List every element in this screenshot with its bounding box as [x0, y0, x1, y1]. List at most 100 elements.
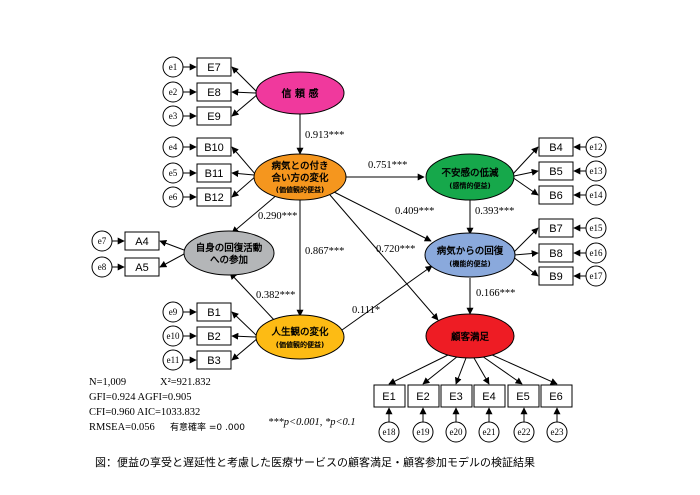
svg-text:e1: e1 — [169, 62, 178, 72]
latent-manzoku: 顧客満足 — [425, 313, 515, 359]
indicator-B4: B4 — [538, 137, 574, 157]
coef-shinrai-tsukiai: 0.913*** — [305, 130, 344, 141]
svg-text:e9: e9 — [169, 307, 178, 317]
latent-manzoku-label: 顧客満足 — [451, 331, 490, 343]
path-coefficients: 0.913*** 0.751*** 0.290*** 0.409*** 0.39… — [256, 130, 515, 316]
svg-text:B7: B7 — [549, 223, 562, 235]
error-e11: e11 — [162, 349, 184, 371]
svg-text:E4: E4 — [482, 391, 495, 403]
error-e16: e16 — [585, 242, 607, 264]
coef-kaifuku-manzoku: 0.166*** — [476, 288, 515, 299]
coef-tsukiai-kaifuku: 0.409*** — [395, 206, 434, 217]
svg-text:B2: B2 — [207, 331, 220, 343]
structural-paths — [229, 114, 474, 331]
indicator-B2: B2 — [196, 326, 232, 346]
latent-kaifuku: 病気からの回復 (機能的便益) — [424, 232, 516, 278]
indicator-E2: E2 — [407, 384, 440, 408]
error-e22: e22 — [513, 421, 535, 443]
path-tsukiai-kaifuku — [333, 191, 432, 242]
path-jinsei-jishin — [229, 272, 277, 323]
fit-rmsea: RMSEA=0.056 — [89, 422, 155, 433]
latent-shinrai: 信 頼 感 — [255, 71, 345, 115]
fit-cfi: CFI=0.960 AIC=1033.832 — [89, 407, 200, 418]
significance-note: ***p<0.001, *p<0.1 — [268, 417, 356, 428]
error-e6: e6 — [162, 186, 184, 208]
svg-text:E8: E8 — [207, 87, 220, 99]
indicator-E1: E1 — [373, 384, 406, 408]
error-e18: e18 — [378, 421, 400, 443]
svg-text:B1: B1 — [207, 307, 220, 319]
svg-text:e18: e18 — [383, 427, 396, 437]
indicator-B10: B10 — [196, 137, 232, 157]
latent-kaifuku-line2: (機能的便益) — [449, 259, 490, 268]
coef-jinsei-kaifuku: 0.111* — [352, 305, 380, 316]
error-e4: e4 — [162, 136, 184, 158]
coef-tsukiai-manzoku: 0.720*** — [376, 244, 415, 255]
indicator-B12: B12 — [196, 187, 232, 207]
svg-text:e21: e21 — [483, 427, 496, 437]
indicator-B5: B5 — [538, 161, 574, 181]
svg-text:E1: E1 — [382, 391, 395, 403]
error-e7: e7 — [91, 230, 113, 252]
svg-text:B4: B4 — [549, 142, 562, 154]
path-tsukiai-jishin — [231, 193, 279, 234]
error-e14: e14 — [585, 184, 607, 206]
fit-n: N=1,009 — [89, 377, 126, 388]
indicator-E7: E7 — [196, 57, 232, 77]
latent-jinsei-line2: (価値観的便益) — [276, 340, 324, 349]
svg-text:E7: E7 — [207, 62, 220, 74]
latent-tsukiai-line2: 合い方の変化 — [271, 172, 329, 184]
latent-kaifuku-line1: 病気からの回復 — [437, 245, 504, 257]
indicator-E4: E4 — [473, 384, 506, 408]
coef-jinsei-jishin: 0.382*** — [256, 290, 295, 301]
error-e10: e10 — [162, 325, 184, 347]
error-terms: e1 e2 e3 e4 e5 e6 e7 e8 e9 e10 e11 e12 e… — [91, 56, 607, 443]
latent-jinsei-line1: 人生観の変化 — [271, 326, 329, 338]
svg-text:e14: e14 — [590, 190, 603, 200]
error-e1: e1 — [162, 56, 184, 78]
error-e5: e5 — [162, 162, 184, 184]
svg-text:e5: e5 — [169, 168, 178, 178]
latent-jinsei: 人生観の変化 (価値観的便益) — [255, 314, 345, 360]
latent-tsukiai-line3: (価値観的便益) — [276, 185, 324, 194]
indicator-E9: E9 — [196, 106, 232, 126]
latent-jishin-line2: への参加 — [210, 254, 248, 266]
svg-text:E2: E2 — [416, 391, 429, 403]
path-jinsei-kaifuku — [341, 265, 433, 331]
indicator-B8: B8 — [538, 243, 574, 263]
svg-text:e20: e20 — [450, 427, 463, 437]
latent-fuan-line2: (感情的便益) — [449, 181, 490, 190]
error-e12: e12 — [585, 136, 607, 158]
indicator-A5: A5 — [124, 257, 160, 277]
error-e2: e2 — [162, 81, 184, 103]
svg-text:B8: B8 — [549, 248, 562, 260]
fit-p-value: 有意確率 =0 .000 — [170, 421, 245, 433]
indicator-A4: A4 — [124, 231, 160, 251]
error-e15: e15 — [585, 217, 607, 239]
svg-text:e16: e16 — [590, 248, 603, 258]
error-e13: e13 — [585, 160, 607, 182]
svg-text:e23: e23 — [551, 427, 564, 437]
svg-text:e19: e19 — [417, 427, 430, 437]
indicator-B11: B11 — [196, 163, 232, 183]
svg-text:E9: E9 — [207, 111, 220, 123]
indicator-E8: E8 — [196, 82, 232, 102]
figure-caption: 図：便益の享受と遅延性と考慮した医療サービスの顧客満足・顧客参加モデルの検証結果 — [95, 455, 535, 469]
svg-text:A4: A4 — [135, 236, 148, 248]
svg-text:e15: e15 — [590, 223, 603, 233]
error-e9: e9 — [162, 301, 184, 323]
svg-text:e4: e4 — [169, 142, 178, 152]
indicator-B1: B1 — [196, 302, 232, 322]
measurement-paths — [159, 66, 558, 385]
svg-text:e8: e8 — [98, 262, 107, 272]
coef-tsukiai-jinsei: 0.867*** — [305, 246, 344, 257]
coef-fuan-kaifuku: 0.393*** — [475, 206, 514, 217]
svg-text:e7: e7 — [98, 236, 107, 246]
svg-text:B11: B11 — [205, 168, 224, 180]
indicator-E6: E6 — [540, 384, 573, 408]
latent-fuan-line1: 不安感の低減 — [441, 167, 499, 179]
error-e17: e17 — [585, 265, 607, 287]
error-e21: e21 — [478, 421, 500, 443]
fit-chisq: X²=921.832 — [160, 377, 211, 388]
